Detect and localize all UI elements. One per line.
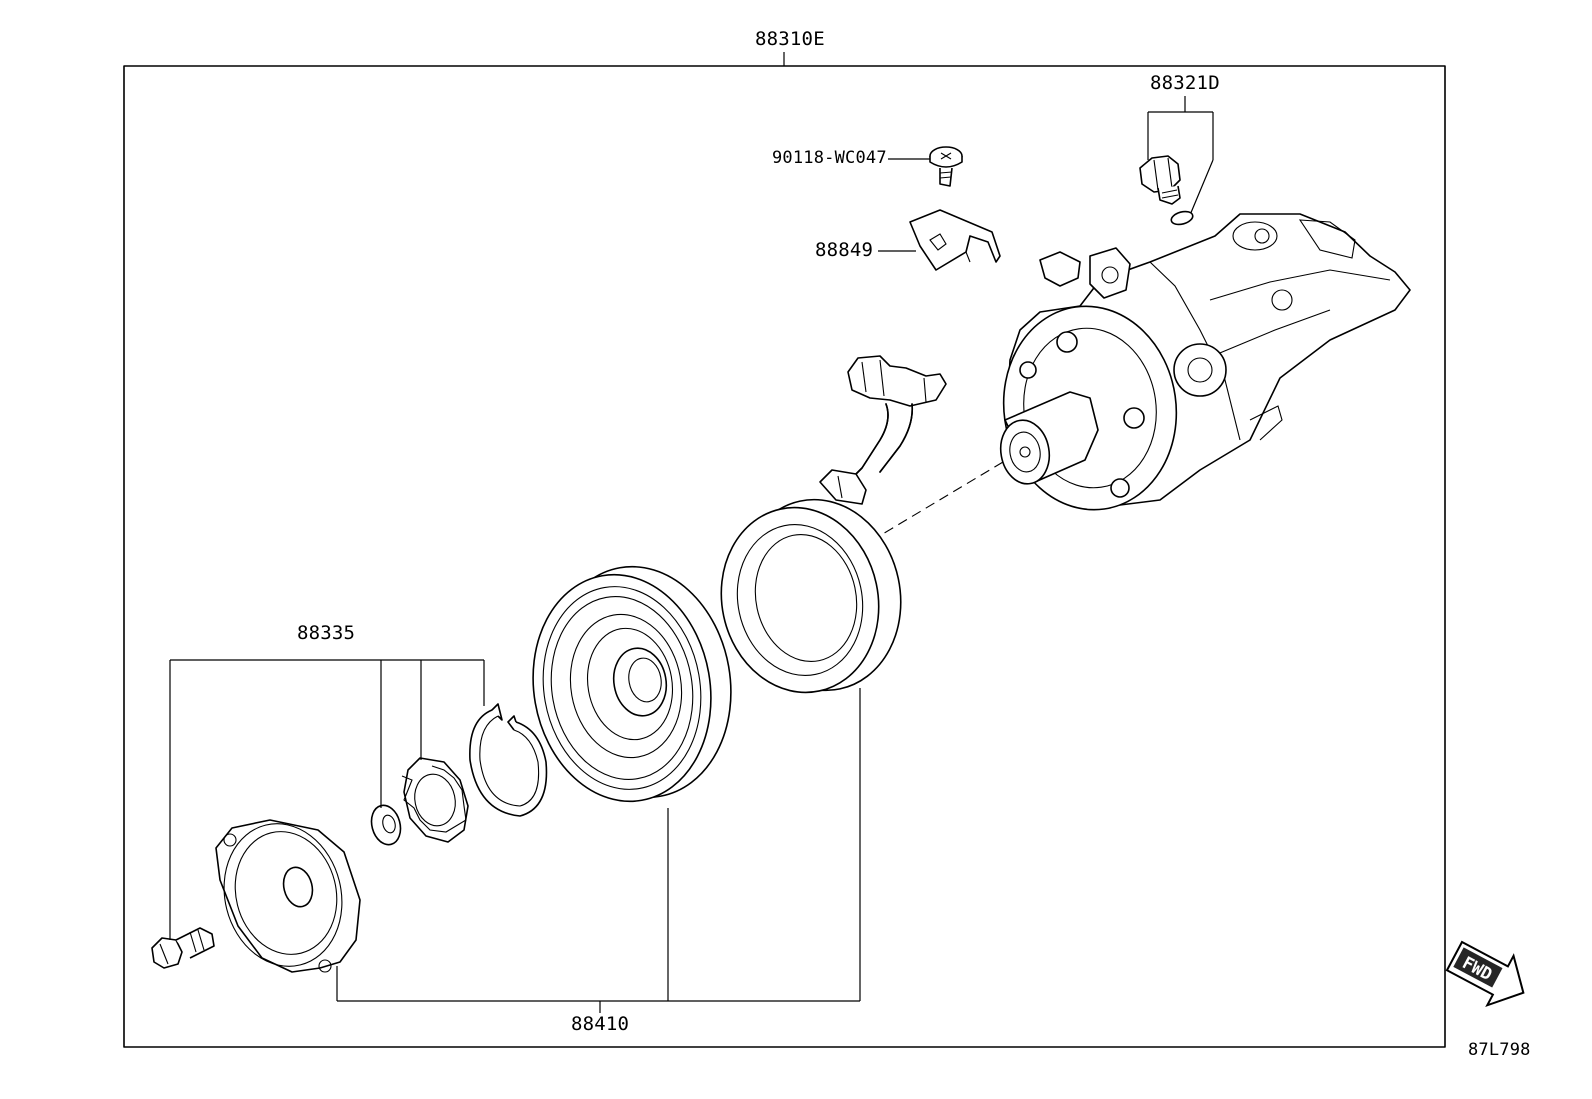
bracket-part-number: 88849 bbox=[815, 239, 874, 261]
snap-ring-icon bbox=[469, 703, 548, 817]
coil-connector-icon bbox=[847, 355, 947, 481]
shaft-axis bbox=[875, 461, 1004, 539]
valve-icon bbox=[1139, 155, 1194, 226]
bracket-icon bbox=[909, 209, 1001, 271]
illustration-code: 87L798 bbox=[1468, 1040, 1531, 1060]
clutch-assembly-part-number: 88410 bbox=[571, 1013, 630, 1035]
assembly-part-number: 88310E bbox=[755, 28, 825, 50]
screw-icon bbox=[929, 146, 963, 187]
clutch-coil-icon bbox=[720, 469, 902, 694]
valve-leader bbox=[1147, 96, 1214, 216]
valve-part-number: 88321D bbox=[1150, 72, 1220, 94]
clutch-parts-leader bbox=[169, 659, 485, 940]
clutch-assembly-leader bbox=[336, 688, 861, 1013]
clutch-parts-part-number: 88335 bbox=[297, 622, 356, 644]
pulley-icon bbox=[532, 565, 732, 803]
compressor-icon bbox=[999, 213, 1411, 511]
bolt-icon bbox=[151, 927, 215, 969]
fwd-arrow-icon: FWD bbox=[1445, 940, 1525, 1008]
screw-part-number: 90118-WC047 bbox=[772, 148, 887, 168]
pressure-plate-icon bbox=[215, 819, 361, 973]
washer-icon bbox=[370, 804, 402, 846]
shim-icon bbox=[401, 757, 469, 843]
